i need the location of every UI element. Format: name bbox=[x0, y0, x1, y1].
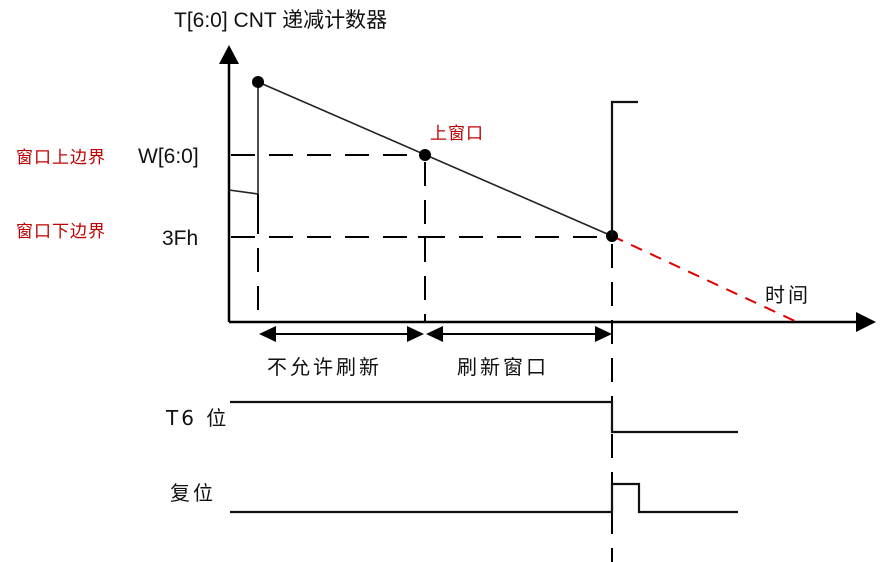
chart-title: T[6:0] CNT 递减计数器 bbox=[174, 9, 387, 32]
refresh-window-label: 刷新窗口 bbox=[457, 355, 549, 379]
t6-waveform bbox=[230, 400, 738, 434]
x-axis-label: 时间 bbox=[765, 283, 811, 307]
refresh-window-region-arrow bbox=[426, 326, 612, 342]
reset-signal-label: 复位 bbox=[170, 481, 216, 505]
t6-signal-label: T6 位 bbox=[165, 406, 229, 430]
upper-bound-note: 窗口上边界 bbox=[16, 148, 106, 168]
previous-count-segment bbox=[228, 82, 259, 195]
upper-window-point bbox=[419, 149, 431, 161]
no-refresh-region-arrow bbox=[259, 326, 424, 342]
y-axis bbox=[219, 45, 239, 322]
extrapolation-line bbox=[611, 235, 798, 323]
upper-window-label: 上窗口 bbox=[430, 124, 484, 144]
w-value-label: W[6:0] bbox=[138, 145, 199, 168]
no-refresh-label: 不允许刷新 bbox=[267, 355, 382, 379]
x-axis-arrow-icon bbox=[856, 312, 876, 332]
x-axis bbox=[229, 312, 876, 332]
lower-bound-note: 窗口下边界 bbox=[16, 222, 106, 242]
reset-waveform bbox=[230, 482, 738, 514]
y-axis-arrow-icon bbox=[219, 45, 239, 64]
reload-point bbox=[252, 76, 264, 88]
reset-step bbox=[610, 100, 638, 236]
counter-decrement-line bbox=[257, 81, 613, 237]
3fh-value-label: 3Fh bbox=[162, 227, 198, 250]
